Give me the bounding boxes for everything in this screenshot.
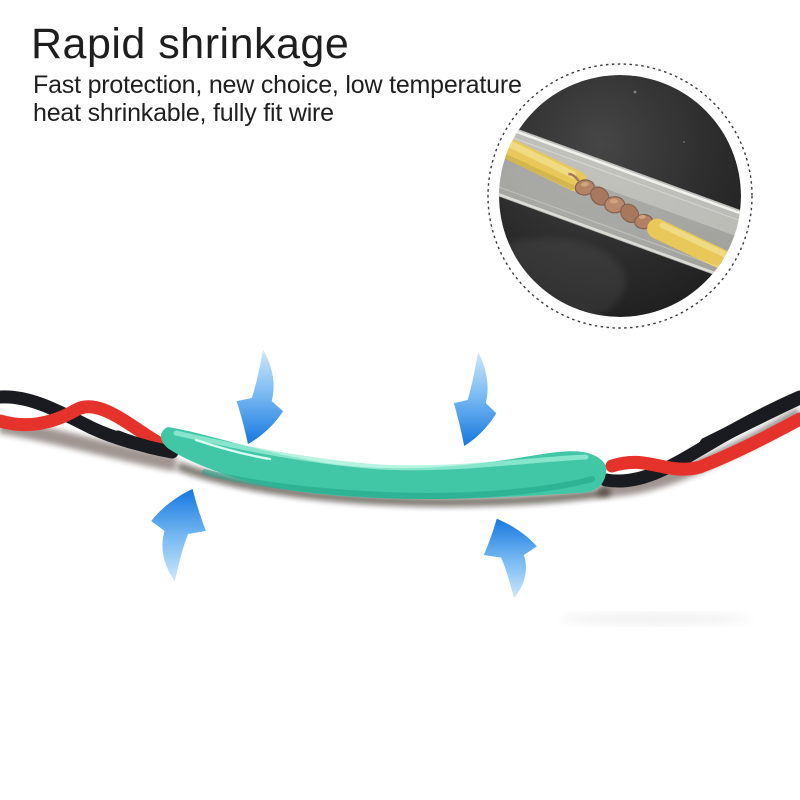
shrink-arrow-bottom-right-icon — [474, 517, 539, 599]
inset-photo-svg — [487, 63, 753, 329]
copper-twist — [568, 172, 661, 238]
inset-photo-background — [499, 75, 741, 317]
subtitle-line-1: Fast protection, new choice, low tempera… — [33, 71, 522, 99]
main-wire-photo — [0, 340, 800, 640]
shrink-arrow-top-right-icon — [446, 351, 498, 448]
inset-circle-photo — [480, 56, 760, 336]
dust-speck — [633, 90, 637, 94]
green-shrink-sleeve — [160, 427, 607, 500]
main-wire-photo-svg — [0, 390, 800, 624]
page-title: Rapid shrinkage — [31, 20, 350, 68]
wire-bundle-left — [0, 390, 179, 459]
wire-bundle-right — [599, 390, 800, 488]
subtitle: Fast protection, new choice, low tempera… — [33, 71, 522, 127]
dust-speck — [682, 140, 686, 144]
subtitle-line-2: heat shrinkable, fully fit wire — [33, 98, 334, 127]
sleeve-shadow — [176, 461, 611, 507]
shrink-arrow-top-left-icon — [228, 349, 285, 446]
shrink-arrow-bottom-left-icon — [149, 487, 216, 582]
faint-ground-smudge — [560, 614, 750, 624]
inset-dashed-border — [487, 63, 753, 329]
